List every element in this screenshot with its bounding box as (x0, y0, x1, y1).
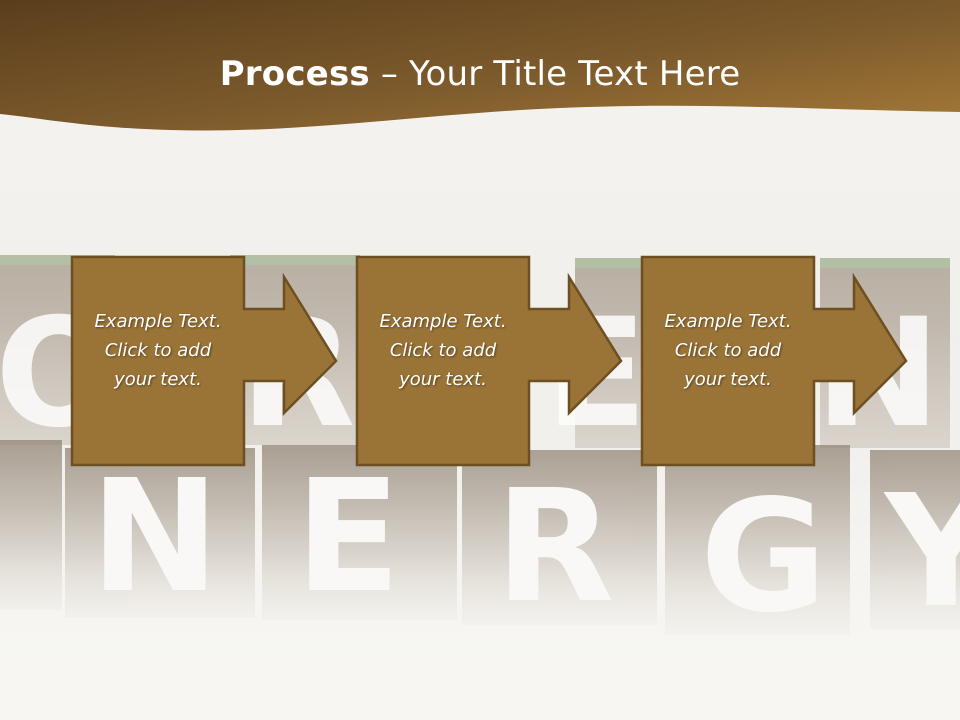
step-arrow-shape (640, 255, 908, 467)
title-bold: Process (219, 54, 370, 94)
process-step-2[interactable]: Example Text. Click to add your text. (355, 255, 635, 467)
step-arrow-shape (70, 255, 338, 467)
process-step-3[interactable]: Example Text. Click to add your text. (640, 255, 920, 467)
step-2-text[interactable]: Example Text. Click to add your text. (379, 311, 507, 390)
step-3-text[interactable]: Example Text. Click to add your text. (664, 311, 792, 390)
header-band (0, 0, 960, 131)
step-arrow-shape (355, 255, 623, 467)
slide-title[interactable]: Process – Your Title Text Here (0, 52, 960, 96)
step-1-text[interactable]: Example Text. Click to add your text. (94, 311, 222, 390)
title-rest: – Your Title Text Here (369, 54, 741, 94)
process-step-1[interactable]: Example Text. Click to add your text. (70, 255, 350, 467)
